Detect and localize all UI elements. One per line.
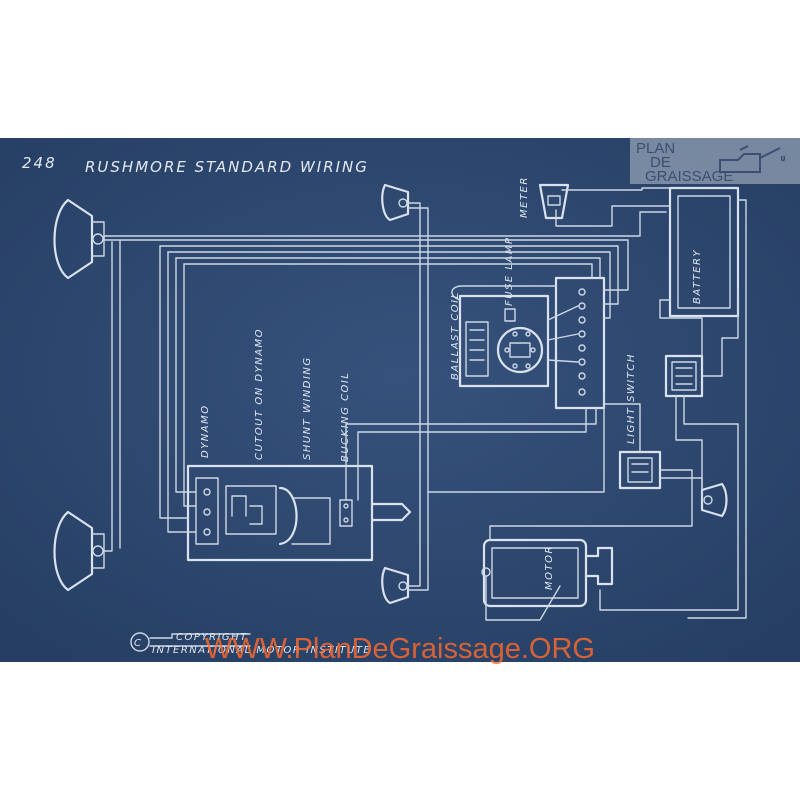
side-lamp-top (381, 183, 410, 222)
side-lamp-bottom (381, 566, 410, 605)
ignition-switch (664, 354, 704, 398)
motor-label: MOTOR (544, 545, 555, 590)
copyright-line1: COPYRIGHT (176, 632, 248, 643)
bucking-coil-label: BUCKING COIL (340, 372, 351, 462)
copyright-line2: INTERNATIONAL MOTOR INSTITUTE (152, 645, 371, 656)
svg-text:C: C (134, 638, 142, 649)
light-switch-label: LIGHT SWITCH (626, 353, 637, 444)
copyright-stamp: C COPYRIGHT INTERNATIONAL MOTOR INSTITUT… (130, 632, 371, 656)
wiring-harness (103, 187, 747, 621)
page-number: 248 (22, 154, 57, 172)
oil-can-icon (719, 145, 786, 173)
logo-line2: DE (650, 154, 671, 171)
meter: METER (519, 176, 570, 220)
starting-motor: MOTOR (481, 538, 614, 608)
logo-line1: PLAN (636, 140, 675, 157)
fuse-lamp-label: FUSE LAMP (504, 237, 515, 307)
battery: BATTERY (668, 186, 740, 318)
dynamo: DYNAMO CUTOUT ON DYNAMO SHUNT WINDING BU… (186, 328, 412, 562)
cutout-on-dynamo-label: CUTOUT ON DYNAMO (254, 328, 265, 460)
diagram-title: RUSHMORE STANDARD WIRING (85, 158, 369, 176)
terminal-block (547, 276, 606, 410)
tail-lamp (700, 482, 728, 518)
meter-label: METER (519, 176, 530, 218)
ballast-coil-label: BALLAST COIL (450, 291, 461, 380)
dynamo-label: DYNAMO (200, 404, 211, 458)
plan-de-graissage-logo: PLAN DE GRAISSAGE (630, 138, 800, 185)
logo-line3: GRAISSAGE (645, 168, 733, 185)
watermark-text: WWW.PlanDeGraissage.ORG (205, 633, 595, 665)
shunt-winding-label: SHUNT WINDING (302, 356, 313, 460)
blueprint-sheet (0, 138, 800, 662)
ballast-coil-and-fuse-block: BALLAST COIL FUSE LAMP (450, 237, 550, 388)
battery-label: BATTERY (692, 249, 703, 304)
